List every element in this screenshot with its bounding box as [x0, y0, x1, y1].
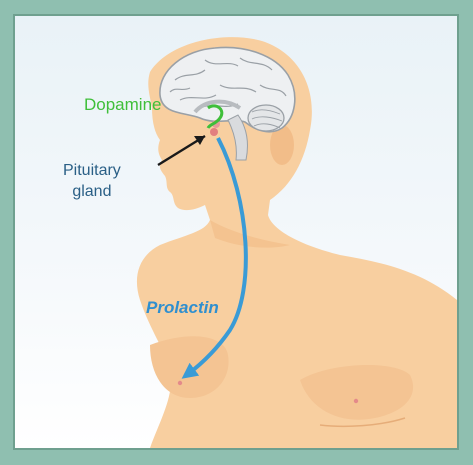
pituitary-label: Pituitary gland	[63, 160, 121, 202]
pituitary-label-line2: gland	[63, 181, 121, 202]
nipple-right	[354, 399, 358, 403]
pituitary-label-line1: Pituitary	[63, 160, 121, 181]
prolactin-label: Prolactin	[146, 298, 219, 318]
pituitary-gland	[210, 128, 218, 136]
nipple-left	[178, 381, 182, 385]
dopamine-label: Dopamine	[84, 95, 162, 115]
